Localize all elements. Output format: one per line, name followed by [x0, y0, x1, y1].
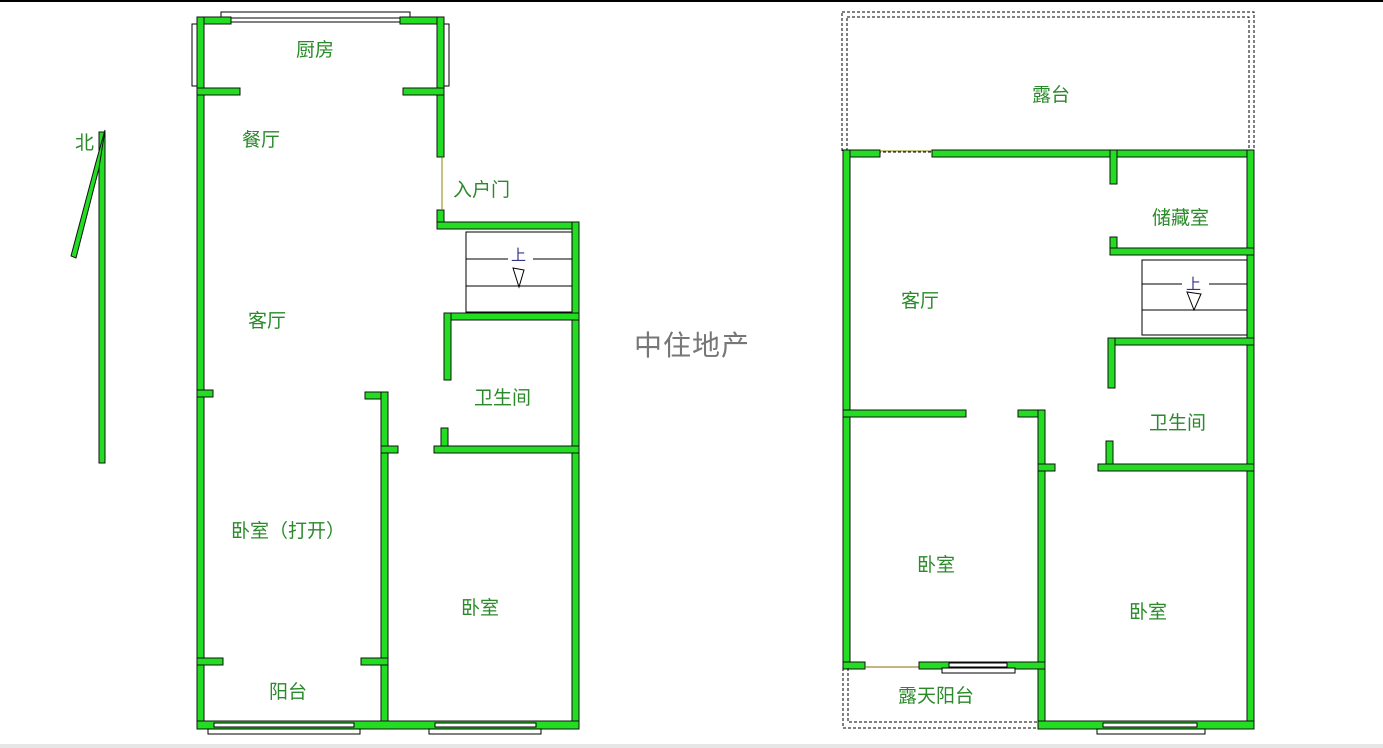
stair-up-label-right: 上 — [1186, 275, 1202, 293]
bottom-scrollbar-strip — [0, 744, 1383, 748]
room-label-bathroom-right: 卫生间 — [1149, 412, 1207, 434]
room-label-bedroom: 卧室 — [461, 597, 500, 619]
room-label-living-right: 客厅 — [901, 290, 940, 312]
room-label-bedroom-left: 卧室 — [917, 554, 956, 576]
room-label-bedroom-open: 卧室（打开） — [231, 520, 346, 542]
entrance-door-label: 入户门 — [453, 179, 511, 201]
room-label-kitchen: 厨房 — [296, 39, 335, 61]
top-border — [0, 0, 1383, 2]
room-label-bedroom-right: 卧室 — [1129, 601, 1168, 623]
room-label-dining: 餐厅 — [242, 129, 281, 151]
room-label-storage: 储藏室 — [1152, 207, 1210, 229]
north-label: 北 — [75, 132, 95, 154]
stair-up-label: 上 — [511, 246, 527, 264]
north-arrow-icon — [70, 129, 106, 464]
right-floor-plan — [841, 11, 1255, 735]
left-floor-plan — [191, 11, 580, 735]
room-label-terrace: 露台 — [1032, 84, 1071, 106]
watermark-brand: 中住地产 — [634, 329, 751, 362]
room-label-living: 客厅 — [248, 310, 287, 332]
room-label-bathroom: 卫生间 — [474, 387, 532, 409]
room-label-balcony: 阳台 — [269, 681, 308, 703]
room-label-open-balcony: 露天阳台 — [898, 685, 975, 707]
